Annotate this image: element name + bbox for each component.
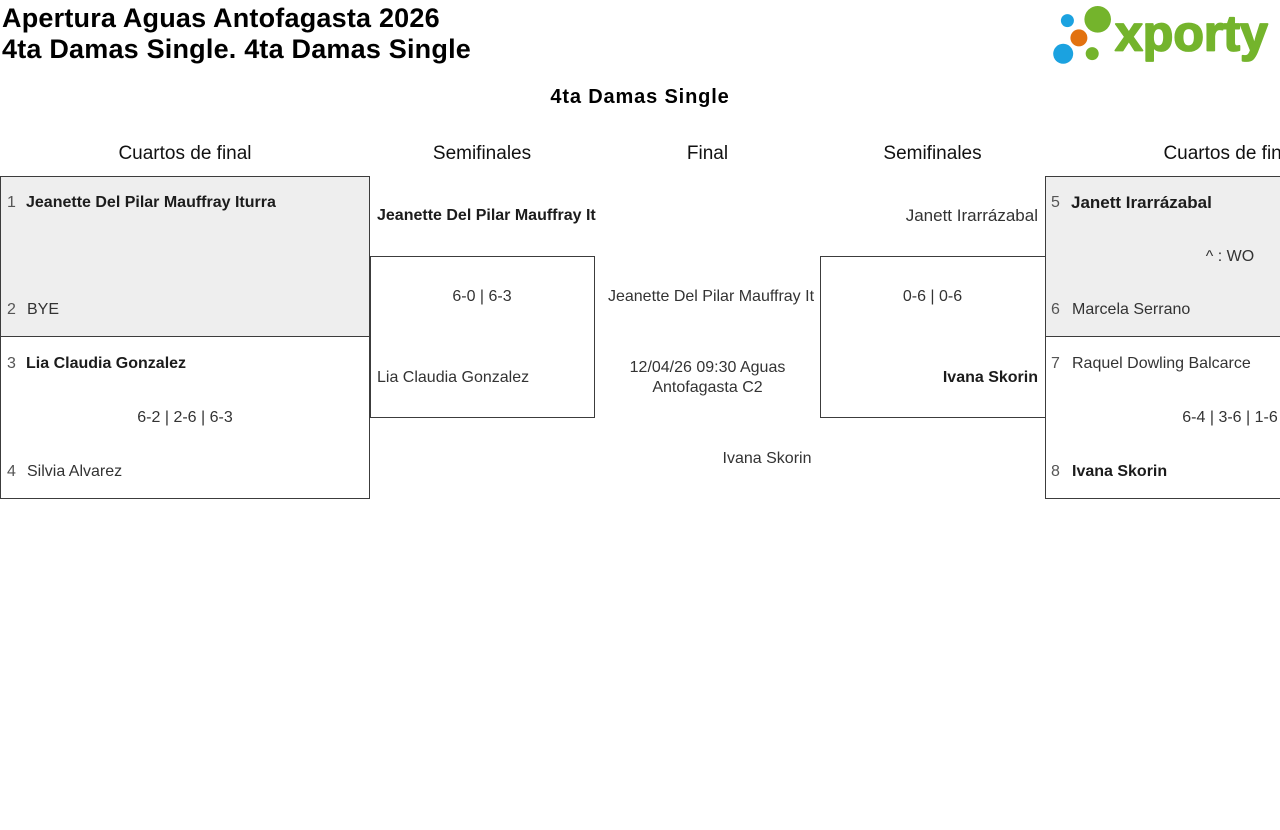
svg-text:xporty: xporty <box>1115 6 1268 62</box>
